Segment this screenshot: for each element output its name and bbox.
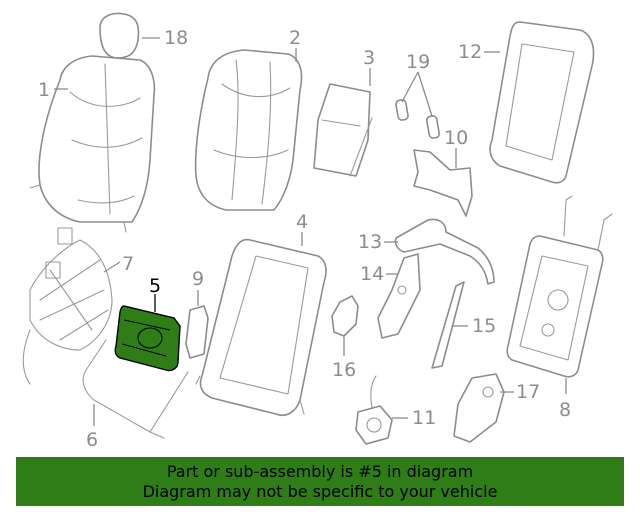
callout-labels: 1 2 3 4 5 6 7 8 9 10 11 12 13 14 15 16 1…: [38, 27, 571, 451]
callout-19: 19: [406, 51, 430, 73]
callout-9: 9: [192, 268, 204, 290]
part-17-mount[interactable]: [453, 373, 505, 443]
callout-12: 12: [458, 41, 482, 63]
part-11-sensor[interactable]: [355, 375, 393, 445]
callout-18: 18: [164, 27, 188, 49]
callout-11: 11: [412, 407, 436, 429]
callout-10: 10: [444, 127, 468, 149]
part-8-rear-frame-panel[interactable]: [506, 195, 613, 378]
part-5-seat-module[interactable]: [114, 305, 181, 372]
callout-7: 7: [122, 253, 134, 275]
part-9-clip[interactable]: [185, 305, 209, 359]
part-10-bracket[interactable]: [413, 149, 473, 217]
part-19-headrest-guides[interactable]: [395, 99, 441, 139]
callout-1: 1: [38, 79, 50, 101]
info-banner: Part or sub-assembly is #5 in diagram Di…: [16, 457, 624, 506]
callout-4: 4: [296, 211, 308, 233]
part-14-side-bracket[interactable]: [377, 253, 421, 339]
part-4-seat-back-frame[interactable]: [195, 238, 327, 416]
banner-line-1: Part or sub-assembly is #5 in diagram: [166, 462, 474, 481]
seat-parts-diagram: 1 2 3 4 5 6 7 8 9 10 11 12 13 14 15 16 1…: [22, 12, 613, 451]
callout-13: 13: [358, 231, 382, 253]
callout-14: 14: [360, 263, 384, 285]
part-1-seat-back-cover[interactable]: [29, 55, 156, 233]
part-13-upper-bracket[interactable]: [394, 218, 495, 285]
callout-6: 6: [86, 429, 98, 451]
callout-15: 15: [472, 315, 496, 337]
callout-16: 16: [332, 359, 356, 381]
part-3-back-panel[interactable]: [313, 83, 373, 177]
callout-17: 17: [516, 381, 540, 403]
callout-8: 8: [559, 399, 571, 421]
callout-5: 5: [149, 275, 161, 297]
part-18-headrest[interactable]: [99, 12, 140, 59]
part-16-small-bracket[interactable]: [331, 295, 359, 337]
callout-2: 2: [289, 27, 301, 49]
leader-lines: [54, 37, 567, 426]
part-15-rail[interactable]: [431, 281, 465, 369]
part-6-wire-rod[interactable]: [82, 339, 189, 439]
part-2-seat-back-cushion[interactable]: [194, 49, 303, 211]
part-7-wiring-harness[interactable]: [22, 227, 113, 385]
banner-line-2: Diagram may not be specific to your vehi…: [142, 482, 498, 501]
part-12-rear-panel[interactable]: [489, 21, 595, 184]
callout-3: 3: [363, 47, 375, 69]
